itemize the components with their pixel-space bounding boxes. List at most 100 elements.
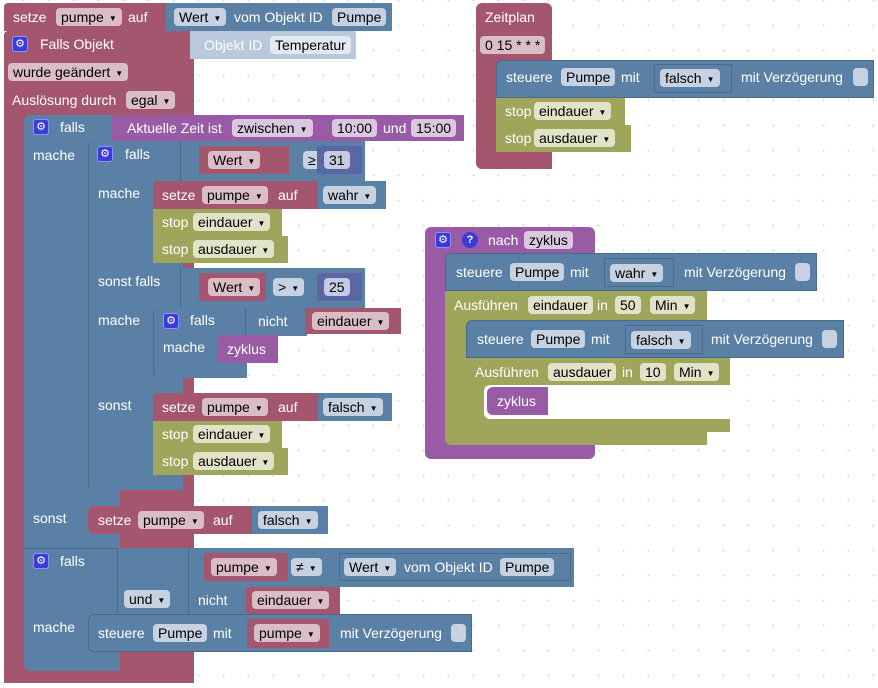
op-dropdown[interactable]: >▼	[273, 278, 305, 296]
delay-field[interactable]	[822, 330, 837, 348]
var-dropdown[interactable]: pumpe▼	[211, 558, 277, 576]
trigger-object-field[interactable]: Temperatur	[270, 36, 351, 54]
timer-dropdown[interactable]: eindauer▼	[193, 425, 271, 443]
var-dropdown[interactable]: pumpe▼	[56, 8, 122, 26]
prop-value-block[interactable]: Wert▼	[199, 146, 289, 174]
logic-and-block[interactable]: und▼	[117, 548, 189, 614]
gear-icon[interactable]: ⚙	[435, 232, 451, 248]
bool-dropdown[interactable]: falsch▼	[631, 331, 691, 349]
bool-block[interactable]: falsch▼	[252, 506, 328, 534]
delay-field[interactable]	[853, 68, 868, 86]
timer-dropdown[interactable]: eindauer▼	[193, 213, 271, 231]
var-block[interactable]: eindauer▼	[305, 308, 401, 334]
control-object-field[interactable]: Pumpe	[510, 263, 565, 281]
control-block[interactable]: steuere Pumpe mit falsch▼ mit Verzögerun…	[496, 60, 874, 98]
bool-dropdown[interactable]: falsch▼	[323, 398, 383, 416]
stop-block[interactable]: stop eindauer▼	[153, 421, 282, 448]
delay-value-field[interactable]: 50	[615, 296, 641, 314]
bool-dropdown[interactable]: wahr▼	[610, 264, 664, 282]
stop-block[interactable]: stop ausdauer▼	[496, 125, 631, 152]
var-dropdown[interactable]: eindauer▼	[312, 312, 390, 330]
not-block[interactable]: nicht	[245, 308, 307, 336]
var-block[interactable]: eindauer▼	[246, 587, 340, 614]
var-dropdown[interactable]: pumpe▼	[202, 398, 268, 416]
gear-icon[interactable]: ⚙	[163, 313, 179, 329]
delay-field[interactable]	[451, 624, 466, 642]
delay-value-field[interactable]: 10	[640, 363, 666, 381]
cron-field[interactable]: 0 15 * * *	[480, 36, 546, 54]
time-op-dropdown[interactable]: zwischen▼	[232, 119, 313, 137]
set-block[interactable]: setze pumpe▼ auf	[153, 181, 323, 209]
prop-value-block[interactable]: Wert▼	[199, 273, 266, 301]
var-dropdown[interactable]: eindauer▼	[252, 591, 330, 609]
set-block-top[interactable]: setze pumpe▼ auf	[4, 3, 169, 31]
not-block[interactable]: nicht	[188, 587, 248, 614]
prop-dropdown[interactable]: Wert▼	[208, 151, 261, 169]
time-condition-block[interactable]: Aktuelle Zeit ist zwischen▼ 10:00 und 15…	[112, 115, 464, 141]
timer-dropdown[interactable]: ausdauer▼	[193, 240, 275, 258]
object-value-block[interactable]: Wert▼ vom Objekt ID Pumpe	[339, 553, 571, 581]
time-to-field[interactable]: 15:00	[411, 119, 457, 137]
bool-dropdown[interactable]: wahr▼	[323, 186, 377, 204]
stop-block[interactable]: stop eindauer▼	[496, 98, 625, 125]
var-dropdown[interactable]: pumpe▼	[254, 624, 320, 642]
stop-block[interactable]: stop eindauer▼	[153, 209, 282, 236]
object-value-block[interactable]: Wert▼ vom Objekt ID Pumpe	[166, 3, 392, 31]
var-dropdown[interactable]: pumpe▼	[202, 186, 268, 204]
logic-op-dropdown[interactable]: und▼	[124, 590, 171, 608]
delay-field[interactable]	[795, 263, 810, 281]
timer-field[interactable]: ausdauer	[548, 363, 617, 381]
unit-dropdown[interactable]: Min▼	[650, 296, 696, 314]
timer-dropdown[interactable]: ausdauer▼	[534, 129, 616, 147]
bool-block[interactable]: falsch▼	[625, 325, 703, 354]
time-from-field[interactable]: 10:00	[332, 119, 378, 137]
timer-dropdown[interactable]: eindauer▼	[534, 102, 612, 120]
bool-block[interactable]: falsch▼	[318, 393, 392, 421]
control-block[interactable]: steuere Pumpe mit pumpe▼ mit Verzögerung	[88, 614, 472, 652]
var-block[interactable]: pumpe▼	[204, 553, 288, 581]
op-dropdown[interactable]: ≠▼	[291, 558, 322, 576]
var-dropdown[interactable]: pumpe▼	[138, 511, 204, 529]
var-block[interactable]: pumpe▼	[247, 619, 329, 648]
timer-dropdown[interactable]: ausdauer▼	[193, 452, 275, 470]
trigger-by-dropdown[interactable]: egal▼	[126, 91, 176, 109]
timer-field[interactable]: eindauer	[528, 296, 593, 314]
call-block[interactable]: zyklus	[217, 335, 278, 363]
control-object-field[interactable]: Pumpe	[531, 330, 586, 348]
bool-dropdown[interactable]: falsch▼	[258, 511, 318, 529]
stop-block[interactable]: stop ausdauer▼	[153, 236, 288, 263]
number-block[interactable]: 25	[317, 273, 362, 301]
gear-icon[interactable]: ⚙	[33, 119, 49, 135]
stop-block[interactable]: stop ausdauer▼	[153, 448, 288, 475]
gear-icon[interactable]: ⚙	[33, 553, 49, 569]
number-field[interactable]: 31	[324, 151, 350, 169]
control-block[interactable]: steuere Pumpe mit wahr▼ mit Verzögerung	[445, 253, 817, 291]
call-block[interactable]: zyklus	[487, 387, 548, 415]
set-block[interactable]: setze pumpe▼ auf	[153, 393, 323, 421]
prop-dropdown[interactable]: Wert▼	[174, 8, 227, 26]
prop-dropdown[interactable]: Wert▼	[208, 278, 261, 296]
set-block[interactable]: setze pumpe▼ auf	[88, 506, 258, 534]
unit-dropdown[interactable]: Min▼	[674, 363, 720, 381]
bool-block[interactable]: wahr▼	[318, 181, 386, 209]
bool-dropdown[interactable]: falsch▼	[660, 69, 720, 87]
gear-icon[interactable]: ⚙	[12, 36, 28, 52]
condition-dropdown[interactable]: wurde geändert▼	[8, 63, 129, 81]
number-field[interactable]: 25	[324, 278, 350, 296]
bool-block[interactable]: falsch▼	[654, 64, 732, 93]
compare-block[interactable]: Wert▼ ≥▼ 31	[180, 141, 365, 181]
help-icon[interactable]: ?	[462, 232, 478, 248]
control-object-field[interactable]: Pumpe	[561, 68, 616, 86]
bool-block[interactable]: wahr▼	[604, 258, 674, 287]
prop-dropdown[interactable]: Wert▼	[344, 558, 397, 576]
gear-icon[interactable]: ⚙	[97, 146, 113, 162]
object-id-field[interactable]: Pumpe	[500, 558, 555, 576]
object-id-block[interactable]: Objekt ID Temperatur	[190, 31, 356, 59]
object-id-field[interactable]: Pumpe	[332, 8, 387, 26]
compare-block[interactable]: Wert▼ >▼ 25	[180, 268, 365, 308]
function-name-field[interactable]: zyklus	[524, 231, 573, 249]
compare-block[interactable]: pumpe▼ ≠▼ Wert▼ vom Objekt ID Pumpe	[188, 548, 574, 587]
control-block[interactable]: steuere Pumpe mit falsch▼ mit Verzögerun…	[466, 320, 844, 358]
control-object-field[interactable]: Pumpe	[153, 624, 208, 642]
number-block[interactable]: 31	[317, 146, 362, 174]
